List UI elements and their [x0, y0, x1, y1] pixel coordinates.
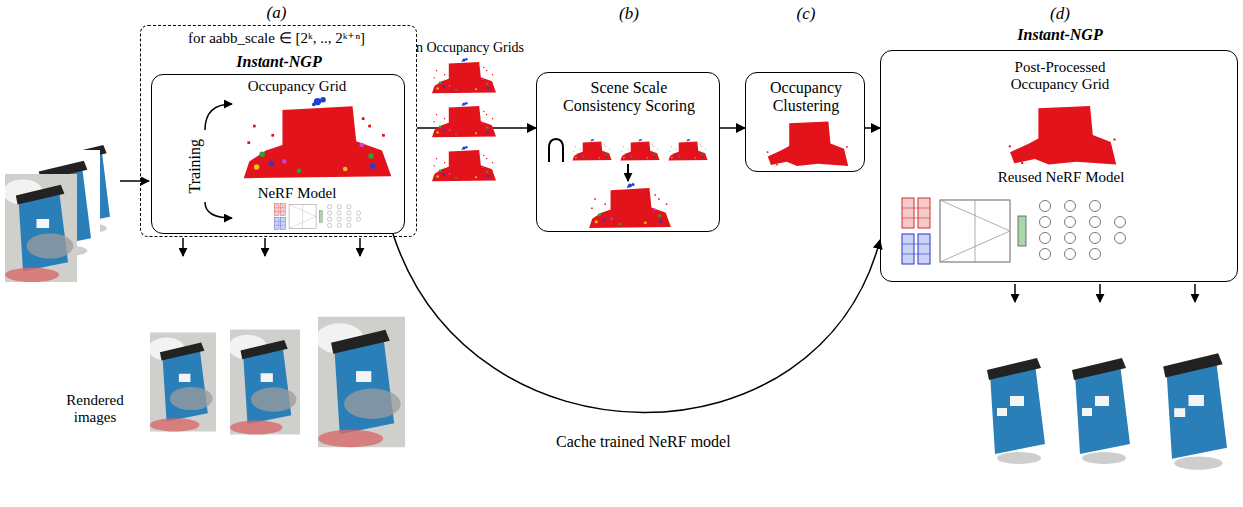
box-heading: Instant-NGP [881, 26, 1239, 44]
scoring-thumbnails [572, 139, 707, 161]
box-title: Scene Scale Consistency Scoring [554, 79, 704, 116]
render-arrows-d [1194, 284, 1196, 302]
process-box: (c)Occupancy Clustering [745, 72, 865, 172]
rendered-images-d [975, 340, 1238, 472]
occupancy-thumbnails [432, 146, 496, 181]
scoring-arrow [627, 164, 629, 181]
connector-arrow [720, 127, 745, 129]
output-label: Rendered images [52, 392, 138, 427]
edge-label: Cache trained NeRF model [553, 433, 734, 451]
input-photos [3, 135, 118, 282]
render-arrows-a [264, 238, 266, 256]
part-label: Reused NeRF Model [976, 169, 1146, 186]
render-arrows-a [359, 238, 361, 256]
part-label: Occupancy Grid [212, 78, 382, 95]
panel-letter: (c) [746, 4, 866, 24]
rendered-images-d [975, 346, 1055, 466]
input-photos [3, 174, 77, 282]
clustered-grid [767, 122, 848, 166]
training-arrow [205, 104, 232, 130]
nerf-network-a [274, 204, 360, 229]
rendered-images-d [1150, 340, 1238, 472]
render-arrows-d [1015, 284, 1195, 302]
post-processed-grid [1009, 106, 1116, 165]
panel-letter: (d) [881, 4, 1239, 24]
occupancy-thumbnails [432, 102, 496, 137]
scoring-thumbnails [668, 139, 707, 161]
panel-letter: (b) [537, 4, 721, 24]
render-arrows-a [182, 238, 184, 256]
process-box: (d)Instant-NGPPost-Processed Occupancy G… [880, 50, 1238, 282]
rendered-images-d [1060, 346, 1140, 466]
scoring-thumbnails [572, 139, 611, 161]
scoring-thumbnails [620, 139, 659, 161]
occupancy-thumbnails [432, 58, 496, 93]
grid-count-label: n Occupancy Grids [395, 40, 545, 56]
intersection-symbol [549, 139, 563, 162]
render-arrows-a [183, 238, 360, 256]
occupancy-thumbnails [432, 58, 496, 181]
loop-box: (a)for aabb_scale ∈ [2ᵏ, .., 2ᵏ⁺ⁿ]Instan… [140, 25, 417, 237]
loop-condition: for aabb_scale ∈ [2ᵏ, .., 2ᵏ⁺ⁿ] [141, 30, 412, 47]
input-arrow [120, 180, 149, 182]
box-title: Occupancy Clustering [751, 79, 861, 116]
render-arrows-d [1099, 284, 1101, 302]
process-box: Instant-NGPOccupancy GridTrainingNeRF Mo… [151, 74, 405, 234]
occupancy-grid-a [244, 97, 392, 178]
training-arrow [205, 202, 232, 218]
rendered-images-a [148, 333, 216, 432]
training-label: Training [186, 126, 204, 206]
scored-grid [589, 183, 671, 228]
panel-letter: (a) [141, 3, 412, 23]
box-heading: Instant-NGP [152, 53, 406, 71]
rendered-images-a [148, 317, 405, 448]
rendered-images-a [228, 330, 300, 435]
nerf-network-d [902, 198, 1126, 264]
rendered-images-a [316, 317, 405, 448]
process-box: (b)Scene Scale Consistency Scoring [536, 72, 720, 232]
render-arrows-d [1014, 284, 1016, 302]
connector-arrow [393, 234, 880, 413]
part-label: NeRF Model [212, 185, 382, 202]
part-label: Post-Processed Occupancy Grid [995, 59, 1125, 94]
connector-arrow [865, 127, 880, 129]
